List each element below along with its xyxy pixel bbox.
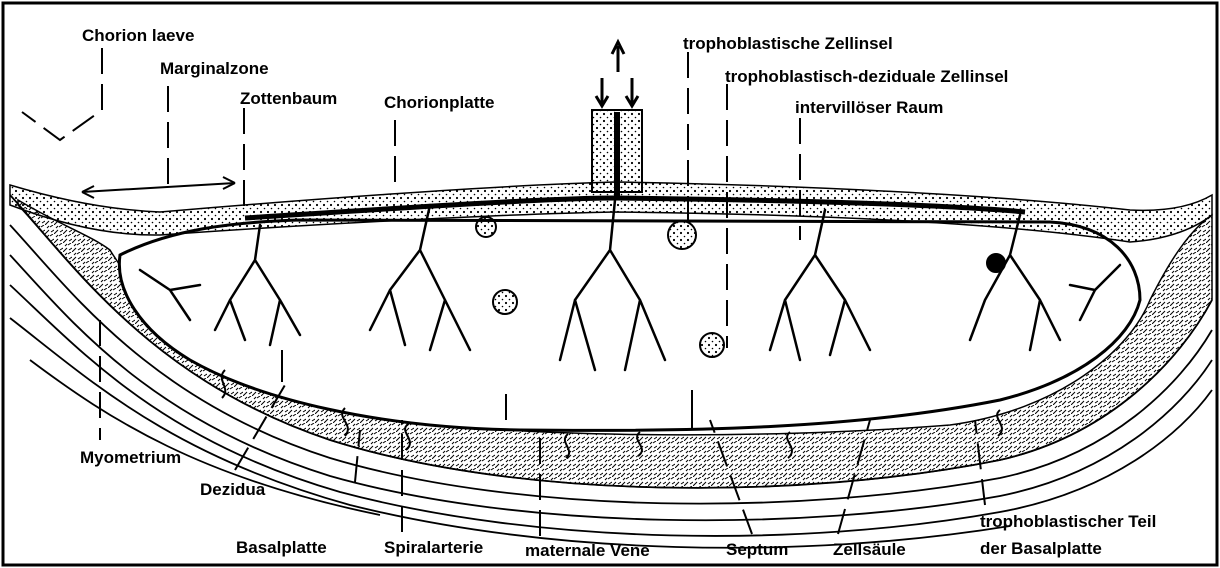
label-basalplatte: Basalplatte: [236, 538, 327, 557]
label-trophoblastisch-deziduale-zellinsel: trophoblastisch-deziduale Zellinsel: [725, 67, 1008, 86]
label-trophoblastischer-teil: trophoblastischer Teil: [980, 512, 1156, 531]
label-myometrium: Myometrium: [80, 448, 181, 467]
label-zellsaeule: Zellsäule: [833, 540, 906, 559]
label-maternale-vene: maternale Vene: [525, 541, 650, 560]
label-der-basalplatte: der Basalplatte: [980, 539, 1102, 558]
label-zottenbaum: Zottenbaum: [240, 89, 337, 108]
label-spiralarterie: Spiralarterie: [384, 538, 483, 557]
label-intervilloeser-raum: intervillöser Raum: [795, 98, 943, 117]
label-septum: Septum: [726, 540, 788, 559]
label-chorion-laeve: Chorion laeve: [82, 26, 194, 45]
label-trophoblastische-zellinsel: trophoblastische Zellinsel: [683, 34, 893, 53]
label-chorionplatte: Chorionplatte: [384, 93, 495, 112]
label-marginalzone: Marginalzone: [160, 59, 269, 78]
label-dezidua: Dezidua: [200, 480, 266, 499]
